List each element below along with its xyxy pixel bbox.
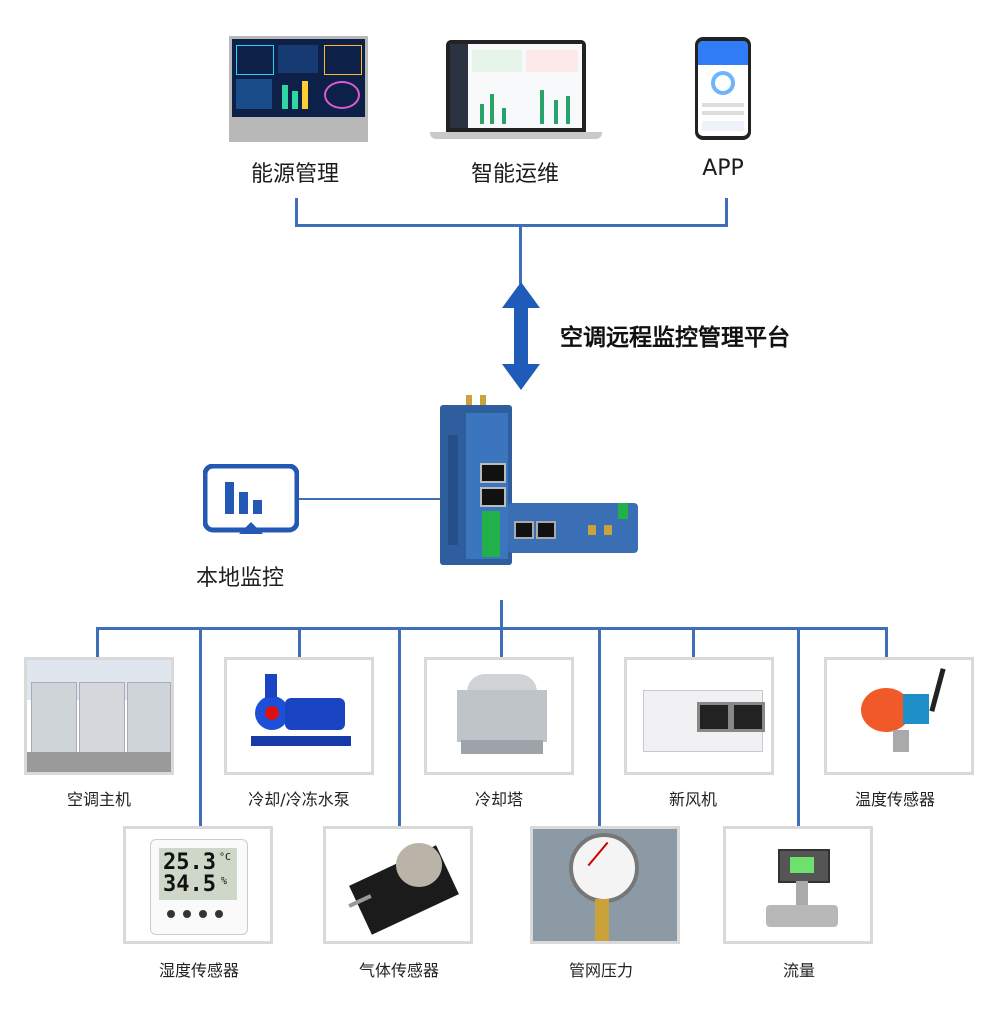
local-monitor-label: 本地监控 bbox=[196, 566, 285, 591]
fresh-air-unit-image bbox=[624, 657, 774, 775]
humidity-reading: 34.5 bbox=[163, 872, 216, 897]
local-monitor-icon bbox=[203, 464, 299, 534]
laptop-image bbox=[430, 40, 602, 140]
connector-line bbox=[199, 627, 202, 826]
gateway-device-image bbox=[440, 395, 518, 567]
temp-unit: °C bbox=[219, 852, 232, 863]
energy-dashboard-image bbox=[229, 36, 368, 142]
phone-app-image bbox=[695, 37, 751, 140]
temp-reading: 25.3 bbox=[163, 850, 216, 875]
connector-line bbox=[725, 198, 728, 226]
connector-line bbox=[299, 498, 440, 500]
cooling-tower-label: 冷却塔 bbox=[474, 790, 523, 809]
gas-sensor-label: 气体传感器 bbox=[358, 961, 439, 980]
connector-line bbox=[96, 627, 99, 658]
fresh-air-unit-label: 新风机 bbox=[668, 790, 717, 809]
connector-line bbox=[797, 627, 800, 826]
flow-meter-label: 流量 bbox=[782, 961, 815, 980]
gas-sensor-image bbox=[323, 826, 473, 944]
connector-line bbox=[519, 224, 522, 284]
app-label: APP bbox=[702, 156, 744, 181]
water-pump-label: 冷却/冷冻水泵 bbox=[248, 790, 350, 809]
temperature-sensor-label: 温度传感器 bbox=[854, 790, 935, 809]
temperature-sensor-image bbox=[824, 657, 974, 775]
ac-unit-label: 空调主机 bbox=[66, 790, 131, 809]
connector-line bbox=[500, 600, 503, 628]
router-device-image bbox=[508, 497, 638, 555]
humidity-sensor-image: 25.3 °C 34.5 % bbox=[123, 826, 273, 944]
connector-line bbox=[295, 198, 298, 226]
ac-unit-image bbox=[24, 657, 174, 775]
platform-title: 空调远程监控管理平台 bbox=[560, 325, 790, 351]
connector-line bbox=[885, 627, 888, 658]
pipe-pressure-label: 管网压力 bbox=[568, 961, 633, 980]
pipe-pressure-image bbox=[530, 826, 680, 944]
connector-line bbox=[500, 627, 503, 658]
humidity-sensor-label: 湿度传感器 bbox=[158, 961, 239, 980]
cooling-tower-image bbox=[424, 657, 574, 775]
connector-line bbox=[298, 627, 301, 658]
humidity-unit: % bbox=[221, 876, 228, 887]
connector-line bbox=[598, 627, 601, 826]
energy-management-label: 能源管理 bbox=[250, 162, 339, 187]
smart-maintenance-label: 智能运维 bbox=[470, 162, 559, 187]
flow-meter-image bbox=[723, 826, 873, 944]
water-pump-image bbox=[224, 657, 374, 775]
connector-line bbox=[295, 224, 728, 227]
connector-line bbox=[692, 627, 695, 658]
connector-line bbox=[398, 627, 401, 826]
double-arrow-icon bbox=[502, 282, 540, 390]
connector-line bbox=[96, 627, 888, 630]
